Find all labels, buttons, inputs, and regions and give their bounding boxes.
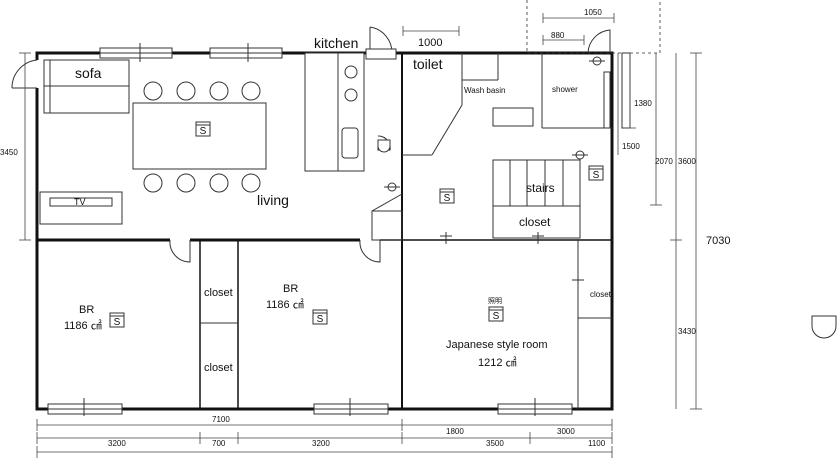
label-wash-basin: Wash basin (464, 86, 506, 95)
label-japanese-area: 1212 ㎠ (478, 356, 517, 369)
label-stairs: stairs (526, 181, 555, 195)
outlet-symbols: S S S S S S (109, 121, 604, 328)
label-shower: shower (552, 85, 578, 94)
outlet-icon: S (588, 165, 604, 181)
label-japanese-small: 照明 (488, 297, 502, 305)
label-kitchen: kitchen (314, 35, 358, 51)
dim-3000: 3000 (557, 427, 575, 436)
furniture (39, 0, 661, 239)
interior-walls (37, 53, 612, 409)
outlet-label: S (593, 170, 600, 181)
label-closet-upper: closet (204, 287, 233, 299)
outlet-label: S (444, 193, 451, 204)
windows (47, 43, 573, 416)
label-toilet: toilet (413, 56, 443, 72)
label-closet-hall: closet (519, 215, 551, 229)
dim-top-880: 880 (551, 31, 565, 40)
dim-left-3450: 3450 (0, 148, 18, 157)
outlet-icon: S (195, 121, 211, 137)
dim-3200-a: 3200 (108, 439, 126, 448)
label-closet-right: closet (590, 290, 612, 299)
dim-top-1000: 1000 (418, 37, 442, 49)
electrical-marks (377, 56, 837, 339)
outlet-label: S (114, 317, 121, 328)
dim-3200-b: 3200 (312, 439, 330, 448)
label-sofa: sofa (75, 65, 102, 81)
room-labels: sofa kitchen toilet Wash basin shower li… (64, 35, 612, 374)
dim-right-3600: 3600 (678, 157, 696, 166)
label-br-left: BR (79, 304, 94, 316)
outlet-icon: S (439, 188, 455, 204)
dimension-lines (19, 13, 702, 458)
label-tv: TV (74, 197, 86, 207)
outlet-icon: S (109, 312, 125, 328)
outlet-icon: S (488, 306, 504, 322)
label-br-left-area: 1186 ㎠ (64, 319, 102, 332)
dim-right-1500: 1500 (622, 142, 640, 151)
label-closet-lower: closet (204, 362, 233, 374)
dim-right-3430: 3430 (678, 327, 696, 336)
dim-1800: 1800 (446, 427, 464, 436)
dim-right-2070: 2070 (655, 157, 673, 166)
outlet-icon: S (312, 309, 328, 325)
dim-700: 700 (212, 439, 226, 448)
label-br-middle: BR (283, 283, 298, 295)
dim-right-1380: 1380 (634, 99, 652, 108)
label-br-middle-area: 1186 ㎠ (266, 298, 304, 311)
dim-1100: 1100 (588, 439, 606, 448)
outlet-label: S (200, 126, 207, 137)
label-japanese-room: Japanese style room (446, 339, 548, 351)
dim-right-total: 7030 (706, 235, 730, 247)
dim-top-1050: 1050 (584, 8, 602, 17)
dim-bottom-total: 7100 (212, 415, 230, 424)
outlet-label: S (317, 314, 324, 325)
outlet-label: S (493, 311, 500, 322)
dim-3500: 3500 (486, 439, 504, 448)
label-living: living (257, 192, 289, 208)
dimension-labels: 7100 3200 700 3200 1800 3500 3000 1100 7… (0, 8, 730, 448)
